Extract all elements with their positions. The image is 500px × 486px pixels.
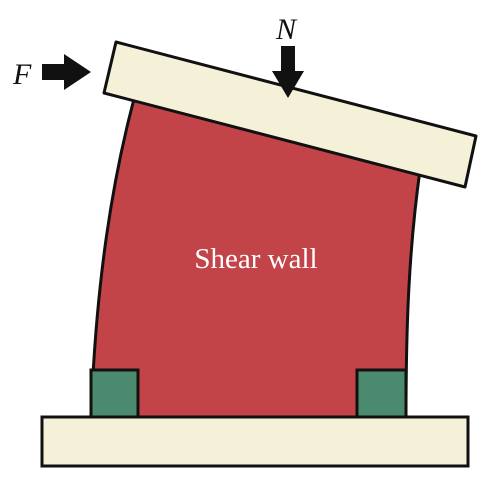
horizontal-force-arrow — [42, 54, 91, 90]
vertical-force-label: N — [275, 13, 298, 46]
left-foot-block — [89, 368, 140, 419]
horizontal-force-label: F — [12, 58, 32, 91]
shear-wall-label: Shear wall — [194, 243, 317, 275]
right-foot-block — [355, 368, 408, 419]
base-slab — [40, 415, 470, 468]
vertical-force-arrow — [272, 46, 304, 98]
top-slab — [102, 40, 478, 189]
